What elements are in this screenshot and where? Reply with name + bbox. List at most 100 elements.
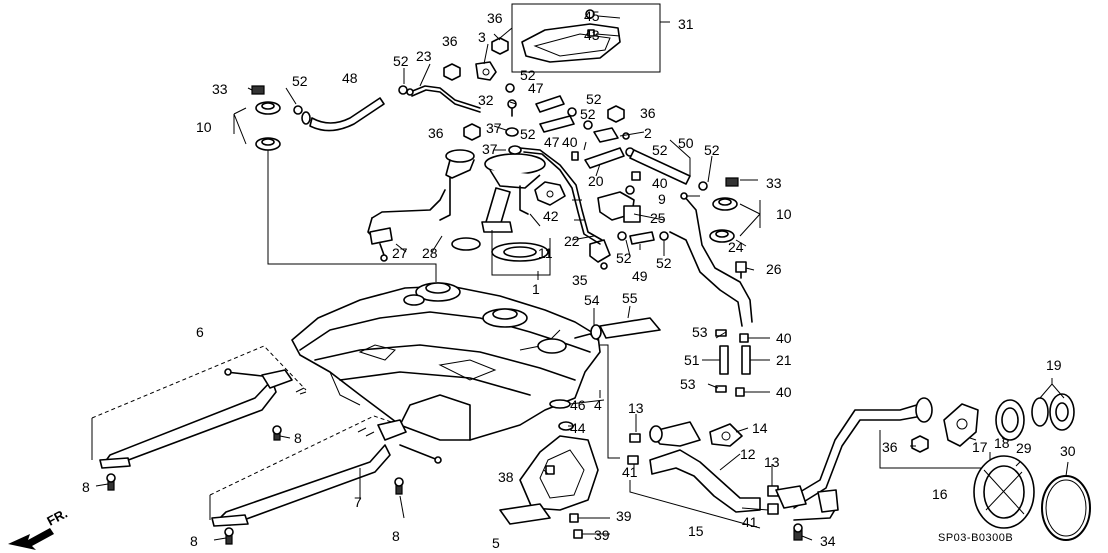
callout-48: 48 [342, 70, 358, 86]
callout-15: 15 [688, 523, 704, 539]
callout-16: 16 [932, 486, 948, 502]
callout-52: 52 [292, 73, 308, 89]
callout-39: 39 [594, 527, 610, 543]
hose-50 [629, 149, 691, 185]
callout-53: 53 [680, 376, 696, 392]
callout-8: 8 [392, 528, 400, 544]
callout-52: 52 [520, 67, 536, 83]
filler-cap-parts [943, 378, 1075, 447]
callout-13: 13 [628, 400, 644, 416]
callout-44: 44 [570, 420, 586, 436]
callout-23: 23 [416, 48, 432, 64]
callout-47: 47 [528, 80, 544, 96]
callout-36: 36 [428, 125, 444, 141]
callout-37: 37 [482, 141, 498, 157]
callout-30: 30 [1060, 443, 1076, 459]
callout-25: 25 [650, 210, 666, 226]
callout-51: 51 [684, 352, 700, 368]
fuel-tank [291, 282, 601, 441]
callout-36: 36 [640, 105, 656, 121]
hoses-47 [507, 95, 575, 133]
callout-41: 41 [622, 464, 638, 480]
callout-34: 34 [820, 533, 836, 549]
callout-36: 36 [487, 10, 503, 26]
callout-19: 19 [1046, 357, 1062, 373]
valve-9 [597, 185, 641, 223]
callout-32: 32 [478, 92, 494, 108]
leader-lines [95, 15, 1069, 541]
callout-12: 12 [740, 446, 756, 462]
callout-50: 50 [678, 135, 694, 151]
pipe-23 [406, 85, 481, 113]
callout-5: 5 [492, 535, 500, 551]
callout-35: 35 [572, 272, 588, 288]
pump-unit-11 [451, 153, 551, 280]
callout-26: 26 [766, 261, 782, 277]
diagram-code: SP03-B0300B [938, 532, 1013, 544]
callout-38: 38 [498, 469, 514, 485]
callout-40: 40 [776, 330, 792, 346]
callout-36: 36 [442, 33, 458, 49]
connector-42 [534, 181, 566, 206]
callout-52: 52 [652, 142, 668, 158]
small-clamps-40 [571, 151, 641, 181]
callout-43: 43 [584, 27, 600, 43]
callout-2: 2 [644, 125, 652, 141]
callout-24: 24 [728, 239, 744, 255]
callout-52: 52 [656, 255, 672, 271]
callout-33: 33 [212, 81, 228, 97]
callout-10: 10 [776, 206, 792, 222]
callout-9: 9 [658, 191, 666, 207]
callout-4: 4 [594, 397, 602, 413]
callout-28: 28 [422, 245, 438, 261]
callout-39: 39 [616, 508, 632, 524]
callout-52: 52 [616, 250, 632, 266]
callout-36: 36 [882, 439, 898, 455]
hoses-51-21 [715, 329, 751, 397]
callout-7: 7 [354, 494, 362, 510]
clamp-3 [475, 61, 497, 81]
bracket-2 [593, 127, 630, 143]
callout-37: 37 [486, 120, 502, 136]
callout-3: 3 [478, 29, 486, 45]
tank-strap-6 [91, 345, 307, 469]
cover-plate-31 [511, 3, 670, 73]
nuts-36 [443, 37, 929, 453]
ring-30 [1041, 475, 1091, 541]
callout-27: 27 [392, 245, 408, 261]
filler-pipe-12 [627, 421, 779, 529]
callout-41: 41 [742, 514, 758, 530]
callout-18: 18 [994, 435, 1010, 451]
bolts-8 [106, 425, 404, 545]
callout-29: 29 [1016, 440, 1032, 456]
callout-10: 10 [196, 119, 212, 135]
callout-42: 42 [543, 208, 559, 224]
callout-53: 53 [692, 324, 708, 340]
callout-14: 14 [752, 420, 768, 436]
filler-ring-29 [973, 455, 1035, 529]
hose-48 [301, 97, 385, 132]
fuel-pump-assembly [367, 149, 475, 262]
callout-6: 6 [196, 324, 204, 340]
front-direction-arrow-icon [8, 528, 54, 550]
callout-20: 20 [588, 173, 604, 189]
callout-52: 52 [586, 91, 602, 107]
callout-40: 40 [652, 175, 668, 191]
fuel-cap-seal-right [709, 177, 761, 243]
callout-40: 40 [562, 134, 578, 150]
callout-55: 55 [622, 290, 638, 306]
callout-31: 31 [678, 16, 694, 32]
fuel-line-22 [519, 147, 603, 245]
callout-21: 21 [776, 352, 792, 368]
shield-5 [499, 344, 620, 539]
callout-52: 52 [393, 53, 409, 69]
callout-8: 8 [294, 430, 302, 446]
fuel-cap-seal-left [233, 85, 437, 282]
callout-52: 52 [580, 106, 596, 122]
callout-8: 8 [190, 533, 198, 549]
valve-26 [735, 261, 747, 279]
callout-13: 13 [764, 454, 780, 470]
filler-neck-16 [775, 397, 991, 521]
callout-labels: 4 5 31 36 43 3 36 23 52 52 52 48 33 47 32… [82, 8, 1076, 551]
